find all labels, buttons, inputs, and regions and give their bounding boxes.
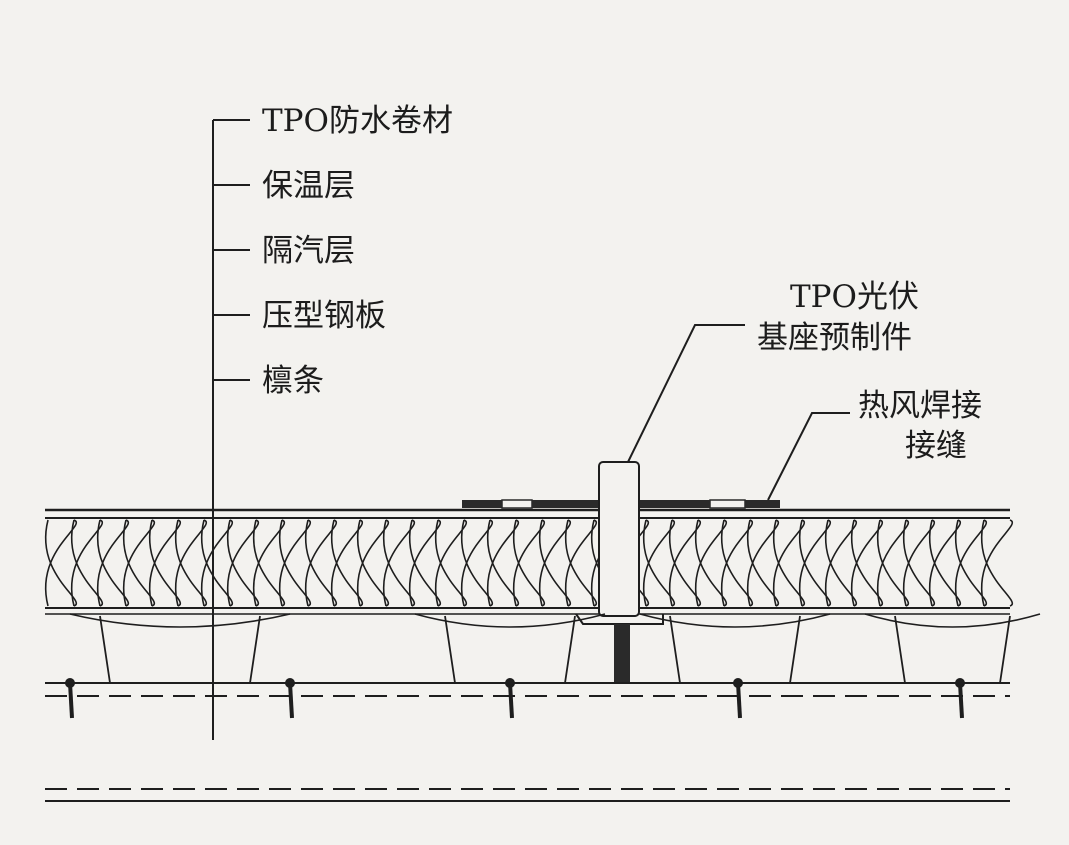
membrane-strip — [709, 499, 746, 509]
insulation-loop — [331, 519, 363, 607]
fastener-group — [65, 678, 965, 719]
fastener-screw — [288, 682, 294, 719]
pv-base-prefab — [575, 461, 664, 682]
pv-base-post — [598, 461, 640, 617]
insulation-loop — [773, 519, 805, 607]
insulation-loop — [149, 519, 181, 607]
deck-curve — [69, 613, 291, 628]
insulation-loop — [227, 519, 259, 607]
deck-curve — [864, 613, 1041, 628]
insulation-loop — [253, 519, 285, 607]
lower-beam — [45, 788, 1010, 802]
insulation-loop — [45, 519, 77, 607]
callout-pv-base-line2: 基座预制件 — [757, 320, 912, 356]
fastener-screw — [958, 682, 964, 719]
layer-label-vapor-barrier: 隔汽层 — [262, 233, 355, 269]
insulation-loop — [539, 519, 571, 607]
deck-curve — [639, 613, 831, 628]
insulation-loop — [799, 519, 831, 607]
insulation-loop — [279, 519, 311, 607]
layer-label-steel-deck: 压型钢板 — [262, 298, 386, 334]
deck-trough — [99, 615, 261, 684]
callout-pv-base-line1: TPO光伏 — [790, 279, 919, 315]
callout-pv-base: TPO光伏 基座预制件 — [627, 279, 919, 463]
insulation-loop — [981, 519, 1013, 607]
insulation-loop — [435, 519, 467, 607]
insulation-loop — [305, 519, 337, 607]
callout-weld-seam: 热风焊接 接缝 — [767, 388, 982, 501]
deck-trough — [444, 615, 576, 684]
layer-label-list: TPO防水卷材 保温层 隔汽层 压型钢板 檩条 — [213, 103, 453, 399]
insulation-loop — [123, 519, 155, 607]
insulation-loop — [669, 519, 701, 607]
insulation-loop — [747, 519, 779, 607]
insulation-loop — [97, 519, 129, 607]
insulation-loop — [409, 519, 441, 607]
deck-trough — [669, 615, 801, 684]
insulation-loop — [565, 519, 597, 607]
deck-curve — [414, 613, 606, 628]
insulation-pattern — [45, 519, 1013, 607]
insulation-loop — [513, 519, 545, 607]
callout-weld-seam-line2: 接缝 — [905, 428, 967, 464]
insulation-loop — [877, 519, 909, 607]
insulation-loop — [71, 519, 103, 607]
steel-deck-layer — [69, 613, 1041, 684]
fastener-screw — [508, 682, 514, 719]
fastener-screw — [736, 682, 742, 719]
callout-weld-seam-leader — [767, 412, 850, 501]
tpo-membrane-layer — [45, 499, 1010, 519]
layer-label-purlin: 檩条 — [262, 363, 324, 399]
membrane-strip — [462, 500, 502, 508]
callout-pv-base-leader — [627, 324, 745, 463]
insulation-loop — [851, 519, 883, 607]
deck-trough — [894, 615, 1011, 684]
insulation-loop — [643, 519, 675, 607]
membrane-strip — [532, 500, 602, 508]
insulation-loop — [201, 519, 233, 607]
insulation-loop — [955, 519, 987, 607]
insulation-layer — [45, 519, 1013, 615]
pv-base-bolt — [614, 624, 630, 682]
layer-label-tpo-membrane: TPO防水卷材 — [262, 103, 453, 139]
fastener-screw — [68, 682, 74, 719]
insulation-loop — [929, 519, 961, 607]
purlin-layer — [45, 678, 1010, 719]
insulation-loop — [721, 519, 753, 607]
layer-label-insulation: 保温层 — [262, 168, 355, 204]
insulation-loop — [695, 519, 727, 607]
insulation-loop — [487, 519, 519, 607]
insulation-loop — [461, 519, 493, 607]
insulation-loop — [825, 519, 857, 607]
weld-seam-strip — [745, 500, 780, 508]
callout-weld-seam-line1: 热风焊接 — [858, 388, 982, 424]
membrane-strip — [640, 500, 710, 508]
insulation-loop — [357, 519, 389, 607]
membrane-strip — [501, 499, 533, 509]
insulation-loop — [175, 519, 207, 607]
insulation-loop — [383, 519, 415, 607]
insulation-loop — [903, 519, 935, 607]
